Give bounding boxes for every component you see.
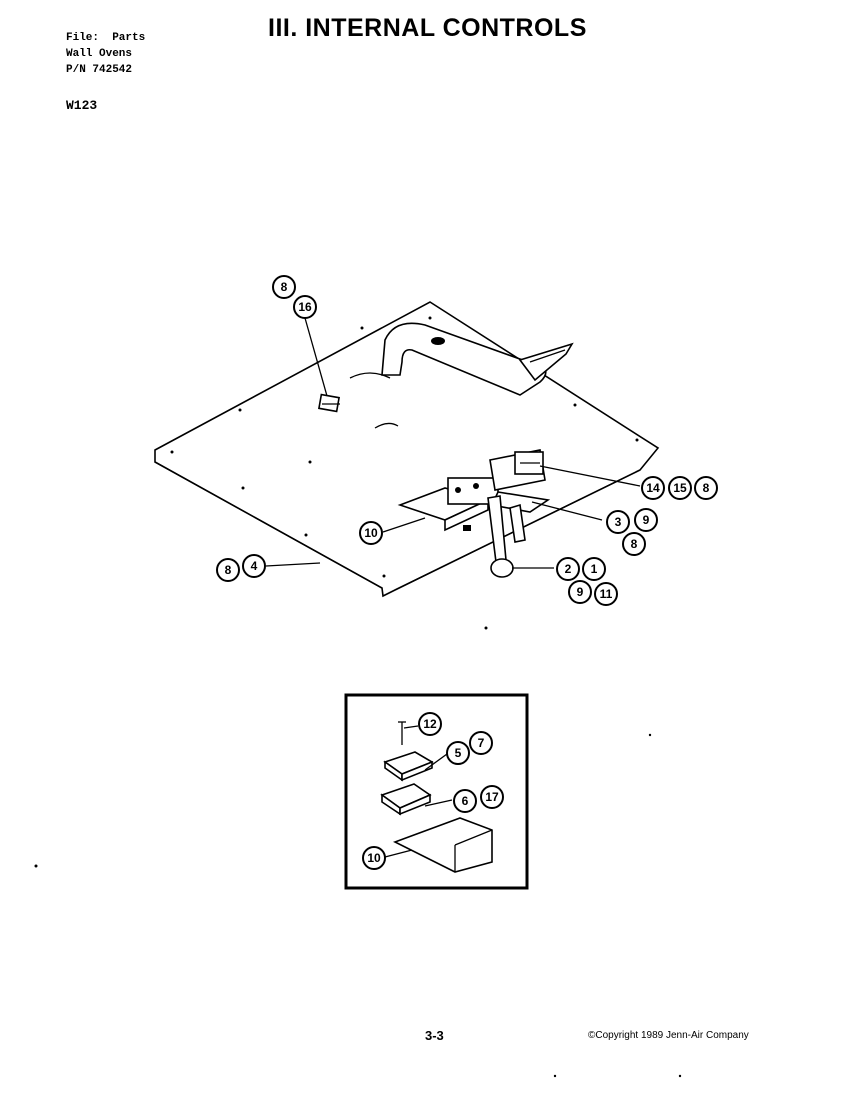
svg-text:4: 4 [251, 559, 258, 573]
callout-14: 14 [641, 476, 665, 500]
file-info: File: Parts Wall Ovens P/N 742542 [66, 30, 145, 78]
svg-text:8: 8 [225, 563, 232, 577]
callout-7: 7 [469, 731, 493, 755]
svg-text:8: 8 [281, 280, 288, 294]
copyright-notice: ©Copyright 1989 Jenn-Air Company [588, 1030, 749, 1041]
svg-text:12: 12 [423, 717, 437, 731]
svg-text:15: 15 [673, 481, 687, 495]
model-number: W123 [66, 98, 98, 113]
callout-10-inset: 10 [362, 846, 386, 870]
control-assembly [397, 449, 551, 578]
svg-text:10: 10 [364, 526, 378, 540]
product-line: Wall Ovens [66, 48, 133, 60]
callout-8-right: 8 [694, 476, 718, 500]
svg-text:10: 10 [367, 851, 381, 865]
file-line: File: Parts [66, 32, 146, 44]
svg-text:1: 1 [591, 562, 598, 576]
page-number: 3-3 [425, 1028, 444, 1043]
callout-8-top: 8 [272, 275, 296, 299]
svg-text:5: 5 [455, 746, 462, 760]
svg-text:3: 3 [615, 515, 622, 529]
callout-5: 5 [446, 741, 470, 765]
svg-text:8: 8 [703, 481, 710, 495]
svg-text:11: 11 [600, 587, 613, 601]
callout-17: 17 [480, 785, 504, 809]
part-number-line: P/N 742542 [66, 64, 133, 76]
svg-text:2: 2 [565, 562, 572, 576]
callout-4: 4 [242, 554, 266, 578]
callout-10-main: 10 [359, 521, 383, 545]
callout-16: 16 [293, 295, 317, 319]
vent-duct [381, 322, 574, 396]
callout-12: 12 [418, 712, 442, 736]
scan-specks [34, 733, 682, 1078]
svg-text:8: 8 [631, 537, 638, 551]
callout-2: 2 [556, 557, 580, 581]
callout-8-mid: 8 [622, 532, 646, 556]
callout-15: 15 [668, 476, 692, 500]
svg-text:7: 7 [478, 736, 485, 750]
callout-8-left: 8 [216, 558, 240, 582]
callout-9-upper: 9 [634, 508, 658, 532]
svg-text:17: 17 [485, 790, 499, 804]
leader-lines [265, 317, 641, 569]
callout-6: 6 [453, 789, 477, 813]
callout-1: 1 [582, 557, 606, 581]
svg-text:16: 16 [298, 300, 312, 314]
svg-text:9: 9 [643, 513, 650, 527]
svg-text:9: 9 [577, 585, 584, 599]
page-title: III. INTERNAL CONTROLS [268, 14, 587, 42]
callout-9-lower: 9 [568, 580, 592, 604]
svg-text:6: 6 [462, 794, 469, 808]
small-switch [317, 393, 341, 413]
callout-11: 11 [594, 582, 618, 606]
callout-3: 3 [606, 510, 630, 534]
svg-text:14: 14 [646, 481, 660, 495]
